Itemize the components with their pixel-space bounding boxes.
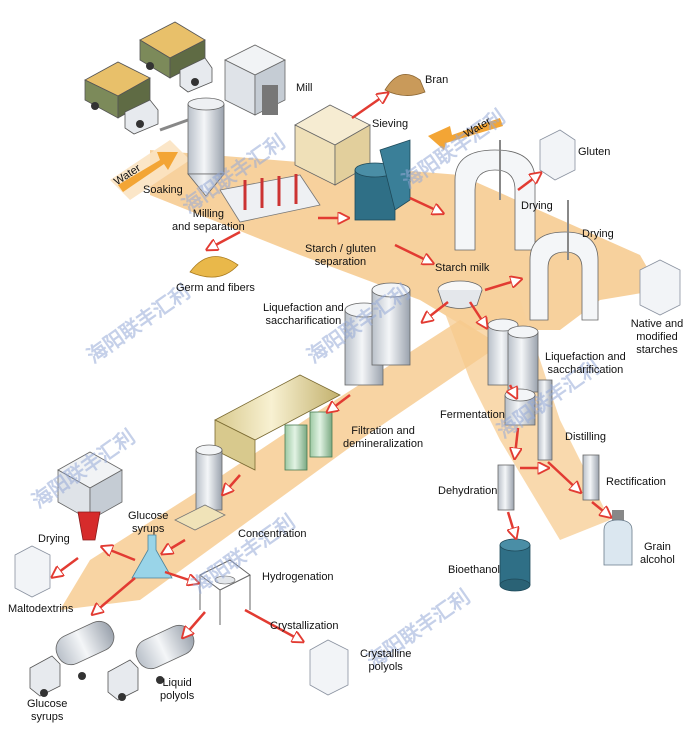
bag-crystalline-polyols	[309, 639, 349, 696]
arrow-to-bioethanol	[506, 511, 515, 535]
liquefaction-tanks-left	[344, 282, 411, 386]
label-sieving: Sieving	[372, 118, 409, 130]
arrow-to-liquid-polyols	[185, 611, 206, 635]
bran-pile	[384, 73, 426, 96]
label-maltodextrins: Maltodextrins	[8, 603, 74, 615]
arrow-to-maltodextrin-bag	[55, 556, 79, 575]
tanker-truck-glucose-syrups	[29, 620, 115, 697]
hydrogenation-reactor	[199, 559, 251, 625]
label-germ-fibers: Germ and fibers	[176, 282, 255, 294]
label-glucose-syrups-mid: Glucose syrups	[128, 510, 169, 535]
label-filtration: Filtration and demineralization	[343, 425, 424, 450]
liquefaction-tanks-right	[487, 318, 539, 393]
truck-corn	[84, 61, 159, 135]
bag-native-starches	[639, 259, 681, 316]
label-liquid-polyols: Liquid polyols	[160, 677, 195, 702]
grain-alcohol-bottle	[603, 510, 633, 566]
truck-wheat	[139, 21, 213, 93]
arrow-to-spray-dryer	[105, 548, 136, 562]
mill-machine	[224, 44, 286, 116]
label-milling-separation: Milling and separation	[172, 208, 245, 233]
label-concentration: Concentration	[238, 528, 307, 540]
concentration-evaporator	[174, 444, 226, 531]
arrow-to-concentration	[225, 474, 241, 492]
label-bioethanol: Bioethanol	[448, 564, 500, 576]
arrow-to-grain-alcohol	[591, 501, 608, 515]
dehydration-column	[497, 464, 515, 511]
drying-tower-starch	[529, 200, 599, 321]
label-liquefaction-left: Liquefaction and saccharification	[263, 302, 344, 327]
drying-tower-gluten	[454, 140, 536, 251]
label-crystallization: Crystallization	[270, 620, 339, 632]
label-dehydration: Dehydration	[438, 485, 498, 497]
bag-maltodextrins	[14, 545, 51, 598]
arrow-to-gluten-drying	[409, 196, 440, 212]
arrow-to-germ	[210, 230, 241, 248]
filtration-unit	[214, 374, 341, 471]
centrifuge-separator	[354, 139, 411, 221]
arrow-to-starch-drying	[484, 280, 518, 292]
glucose-syrup-flask	[131, 534, 173, 579]
label-soaking: Soaking	[143, 184, 183, 196]
label-mill: Mill	[296, 82, 313, 94]
label-starch-gluten-separation: Starch / gluten separation	[305, 243, 376, 268]
arrow-to-liq-right	[468, 301, 485, 325]
water-arrow-right	[428, 118, 503, 150]
arrow-to-flask	[165, 538, 186, 552]
label-starch-milk: Starch milk	[435, 262, 490, 274]
water-arrow-left	[118, 152, 178, 192]
arrow-to-filtration	[330, 394, 351, 410]
label-hydrogenation: Hydrogenation	[262, 571, 334, 583]
germ-fibers-pile	[189, 256, 239, 278]
label-gluten: Gluten	[578, 146, 611, 158]
label-drying-left: Drying	[38, 533, 70, 545]
bag-gluten	[539, 129, 576, 181]
label-drying-starch: Drying	[582, 228, 614, 240]
spray-dryer	[57, 451, 123, 541]
milling-separation-unit	[219, 174, 321, 223]
arrow-to-crystalline-polyols	[244, 608, 300, 640]
arrow-to-glucose-truck	[95, 577, 136, 612]
arrow-to-liq-left	[425, 301, 449, 320]
label-grain-alcohol: Grain alcohol	[640, 541, 675, 566]
label-liquefaction-right: Liquefaction and saccharification	[545, 351, 626, 376]
flow-arrows	[55, 95, 608, 640]
arrow-to-dehydration	[515, 427, 518, 455]
arrow-to-hydrogenation	[164, 570, 195, 582]
arrow-to-fermentation	[510, 384, 515, 395]
arrow-to-rectification	[547, 461, 578, 490]
label-crystalline-polyols: Crystalline polyols	[360, 648, 412, 673]
flow-band-left	[60, 320, 500, 610]
distilling-column	[537, 379, 553, 461]
arrow-to-gluten-bag	[517, 175, 538, 191]
soaking-tank	[159, 97, 225, 197]
label-rectification: Rectification	[606, 476, 666, 488]
rectification-column	[582, 454, 600, 501]
label-fermentation: Fermentation	[440, 409, 505, 421]
label-glucose-syrups-bottom: Glucose syrups	[27, 698, 68, 723]
label-native-starches: Native and modified starches	[630, 318, 684, 356]
fermentation-tank	[504, 388, 536, 426]
bioethanol-barrel	[499, 538, 531, 592]
arrow-to-starch-milk	[394, 243, 430, 262]
tanker-truck-liquid-polyols	[107, 624, 195, 701]
label-bran: Bran	[425, 74, 449, 86]
arrow-to-bran	[351, 95, 385, 120]
label-drying-gluten: Drying	[521, 200, 553, 212]
label-distilling: Distilling	[565, 431, 606, 443]
